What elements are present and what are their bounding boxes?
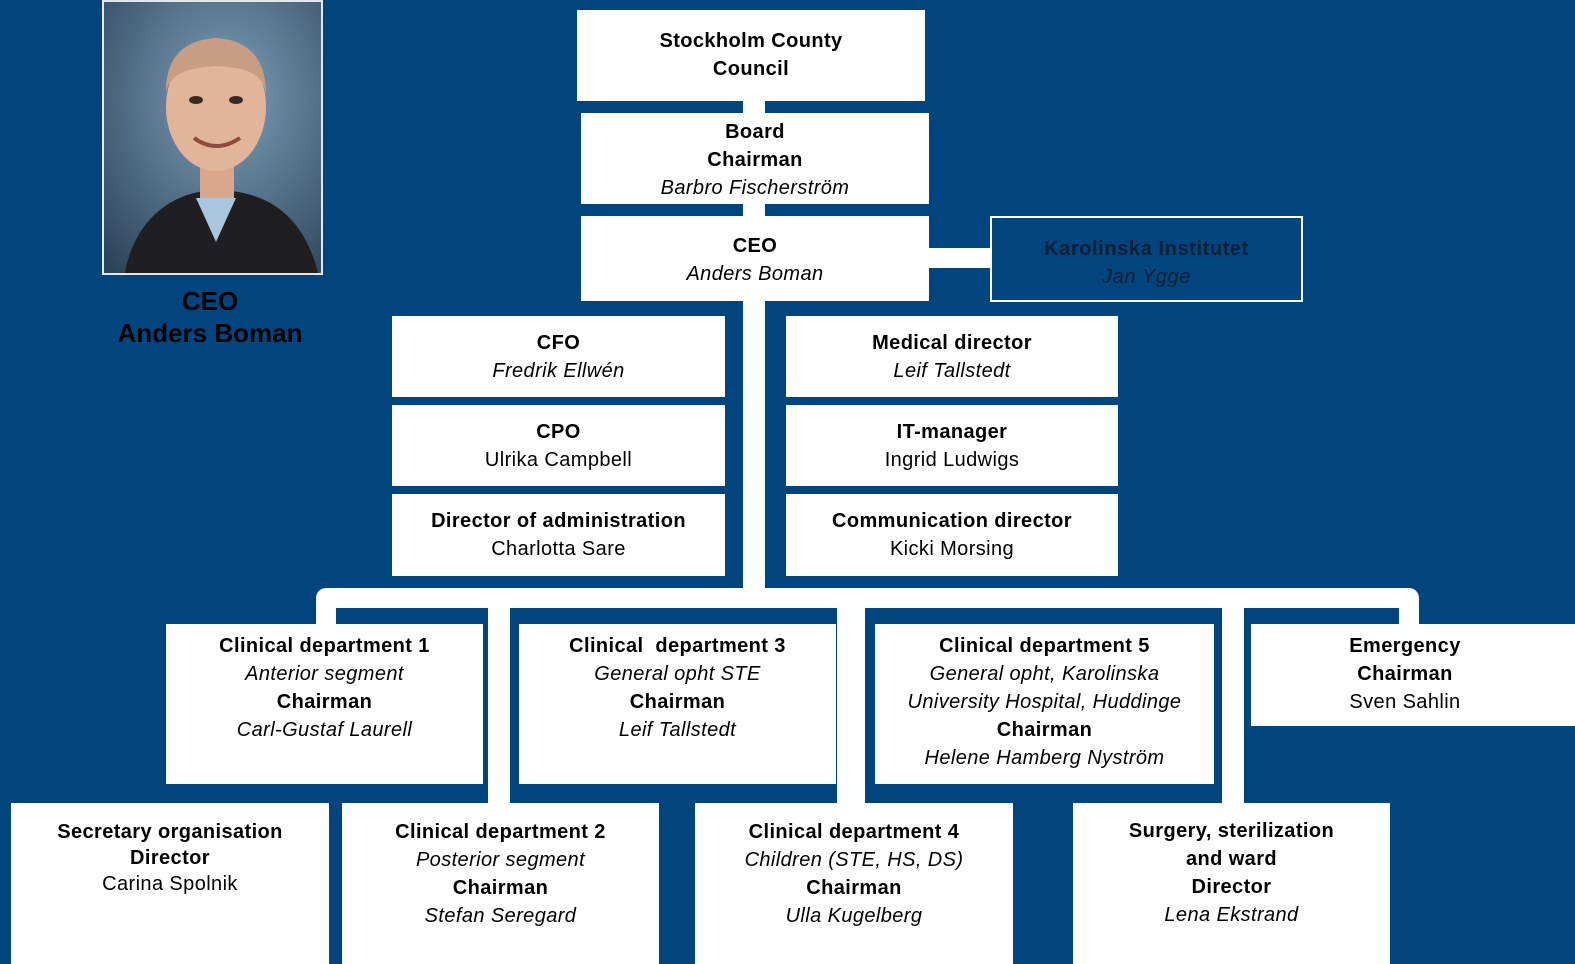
connector-drop-2 — [488, 598, 510, 808]
clin3-title: Clinical department 3 — [569, 635, 786, 657]
board-box: Board Chairman Barbro Fischerström — [581, 113, 929, 204]
clin1-area: Anterior segment — [245, 663, 404, 685]
clin2-area: Posterior segment — [415, 849, 586, 871]
connector-drop-3 — [837, 598, 865, 808]
connector-drop-4 — [1222, 598, 1244, 808]
connector-ceo-karolinska — [925, 248, 995, 268]
surgery-sterilization-ward-box: Surgery, sterilization and ward Director… — [1073, 803, 1390, 964]
clinical-department-1-box: Clinical department 1 Anterior segment C… — [166, 624, 483, 784]
caption-title: CEO — [181, 286, 239, 316]
ceo-portrait-caption: CEO Anders Boman — [90, 285, 330, 349]
cpo-title: CPO — [536, 421, 581, 443]
medical-director-title: Medical director — [872, 332, 1032, 354]
connector-drop-5 — [1399, 598, 1419, 628]
surgery-role: Director — [1191, 876, 1272, 898]
cfo-name: Fredrik Ellwén — [492, 360, 625, 382]
council-box: Stockholm County Council — [577, 10, 925, 101]
emergency-box: Emergency Chairman Sven Sahlin — [1251, 624, 1575, 726]
communication-director-name: Kicki Morsing — [889, 538, 1015, 560]
clin5-area-line-2: University Hospital, Huddinge — [907, 691, 1182, 713]
clin4-title: Clinical department 4 — [748, 821, 960, 843]
communication-director-title: Communication director — [832, 510, 1072, 532]
clinical-department-2-box: Clinical department 2 Posterior segment … — [342, 803, 659, 964]
secretary-name: Carina Spolnik — [102, 873, 238, 895]
clin4-area: Children (STE, HS, DS) — [744, 849, 964, 871]
surgery-name: Lena Ekstrand — [1164, 904, 1299, 926]
clin4-name: Ulla Kugelberg — [785, 905, 923, 927]
ceo-portrait-photo — [102, 0, 323, 275]
board-role: Chairman — [707, 149, 803, 171]
clinical-department-5-box: Clinical department 5 General opht, Karo… — [875, 624, 1214, 784]
admin-director-title: Director of administration — [431, 510, 686, 532]
board-name: Barbro Fischerström — [660, 177, 850, 199]
medical-director-name: Leif Tallstedt — [893, 360, 1011, 382]
it-manager-name: Ingrid Ludwigs — [884, 449, 1020, 471]
cpo-box: CPO Ulrika Campbell — [392, 405, 725, 486]
surgery-title-line-1: Surgery, sterilization — [1128, 820, 1335, 842]
clin3-role: Chairman — [629, 691, 726, 713]
it-manager-box: IT-manager Ingrid Ludwigs — [786, 405, 1118, 486]
caption-name: Anders Boman — [117, 318, 303, 348]
secretary-role: Director — [130, 847, 210, 869]
clin3-area: General opht STE — [594, 663, 761, 685]
clin2-title: Clinical department 2 — [395, 821, 606, 843]
clin1-name: Carl-Gustaf Laurell — [236, 719, 413, 741]
karolinska-box: Karolinska Institutet Jan Ygge — [990, 216, 1303, 302]
secretary-title: Secretary organisation — [57, 821, 283, 843]
clinical-department-4-box: Clinical department 4 Children (STE, HS,… — [695, 803, 1013, 964]
connector-drop-1 — [316, 598, 336, 628]
clin5-title: Clinical department 5 — [939, 635, 1150, 657]
cfo-box: CFO Fredrik Ellwén — [392, 316, 725, 397]
ceo-title: CEO — [732, 235, 778, 257]
council-line-1: Stockholm County — [659, 30, 843, 52]
karolinska-title: Karolinska Institutet — [1044, 238, 1249, 260]
clin5-role: Chairman — [996, 719, 1093, 741]
medical-director-box: Medical director Leif Tallstedt — [786, 316, 1118, 397]
clin2-role: Chairman — [452, 877, 549, 899]
board-title: Board — [725, 121, 785, 143]
secretary-organisation-box: Secretary organisation Director Carina S… — [11, 803, 329, 964]
ceo-name: Anders Boman — [686, 263, 824, 285]
emergency-role: Chairman — [1357, 663, 1453, 685]
clin3-name: Leif Tallstedt — [618, 719, 737, 741]
council-line-2: Council — [712, 58, 790, 80]
clin4-role: Chairman — [806, 877, 902, 899]
connector-departments-bar — [316, 588, 1419, 608]
person-photo-icon — [104, 2, 321, 273]
cfo-title: CFO — [536, 332, 581, 354]
cpo-name: Ulrika Campbell — [484, 449, 633, 471]
clin2-name: Stefan Seregard — [424, 905, 577, 927]
admin-director-name: Charlotta Sare — [491, 538, 626, 560]
emergency-name: Sven Sahlin — [1349, 691, 1461, 713]
emergency-title: Emergency — [1349, 635, 1461, 657]
it-manager-title: IT-manager — [896, 421, 1008, 443]
admin-director-box: Director of administration Charlotta Sar… — [392, 494, 725, 576]
karolinska-name: Jan Ygge — [1102, 266, 1191, 288]
clin1-title: Clinical department 1 — [219, 635, 430, 657]
clinical-department-3-box: Clinical department 3 General opht STE C… — [519, 624, 836, 784]
clin5-name: Helene Hamberg Nyström — [924, 747, 1165, 769]
ceo-box: CEO Anders Boman — [581, 216, 929, 301]
clin5-area-line-1: General opht, Karolinska — [929, 663, 1160, 685]
communication-director-box: Communication director Kicki Morsing — [786, 494, 1118, 576]
surgery-title-line-2: and ward — [1186, 848, 1277, 870]
clin1-role: Chairman — [276, 691, 373, 713]
